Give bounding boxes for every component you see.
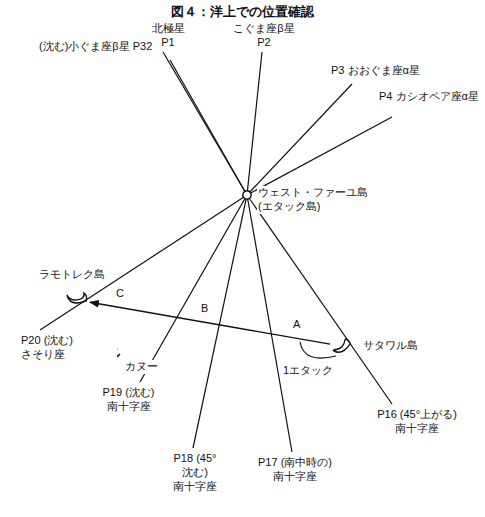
bearing-line xyxy=(247,117,392,195)
island-outline xyxy=(64,292,90,308)
bearing-line xyxy=(163,52,247,195)
island-name: サタワル島 xyxy=(362,339,419,353)
bearing-line xyxy=(40,195,247,330)
island-outline xyxy=(242,190,252,200)
star-label: カヌー xyxy=(124,360,159,374)
star-label: P3 おおぐま座α星 xyxy=(330,64,421,78)
bearing-line xyxy=(247,52,262,195)
island-outline xyxy=(330,337,352,355)
figure-title: 図４：洋上での位置確認 xyxy=(0,3,485,21)
course-arrow xyxy=(90,302,330,344)
star-label: P19 (沈む)南十字座 xyxy=(80,386,177,414)
island-name: ウェスト・ファーユ島 (エタック島) xyxy=(257,186,384,214)
bearing-line xyxy=(140,195,247,382)
island-node: ラモトレク島 xyxy=(64,292,90,308)
star-label: B xyxy=(200,302,209,316)
bearing-line xyxy=(247,195,292,452)
bearing-line xyxy=(247,195,392,404)
island-node: ウェスト・ファーユ島 (エタック島) xyxy=(242,190,252,200)
star-label: 1エタック xyxy=(282,364,334,378)
star-label: こぐま座β星 P2 xyxy=(226,22,302,50)
star-label: C xyxy=(115,287,125,301)
island-node: サタワル島 xyxy=(330,337,352,355)
star-label: P17 (南中時の) 南十字座 xyxy=(256,456,334,484)
star-label: P18 (45°沈む) 南十字座 xyxy=(161,452,229,493)
star-label: P20 (沈む)さそり座 xyxy=(20,334,117,362)
star-label: (沈む)小ぐま座β星 P32 xyxy=(38,40,153,54)
bearing-line xyxy=(247,84,352,195)
star-label: A xyxy=(292,318,301,332)
etak-bracket xyxy=(300,342,336,358)
star-label: 北極星 P1 xyxy=(148,22,188,50)
island-name: ラモトレク島 xyxy=(38,268,106,282)
star-label: P16 (45°上がる) 南十字座 xyxy=(376,408,458,436)
star-label: P4 カシオペア座α星 xyxy=(378,90,480,104)
